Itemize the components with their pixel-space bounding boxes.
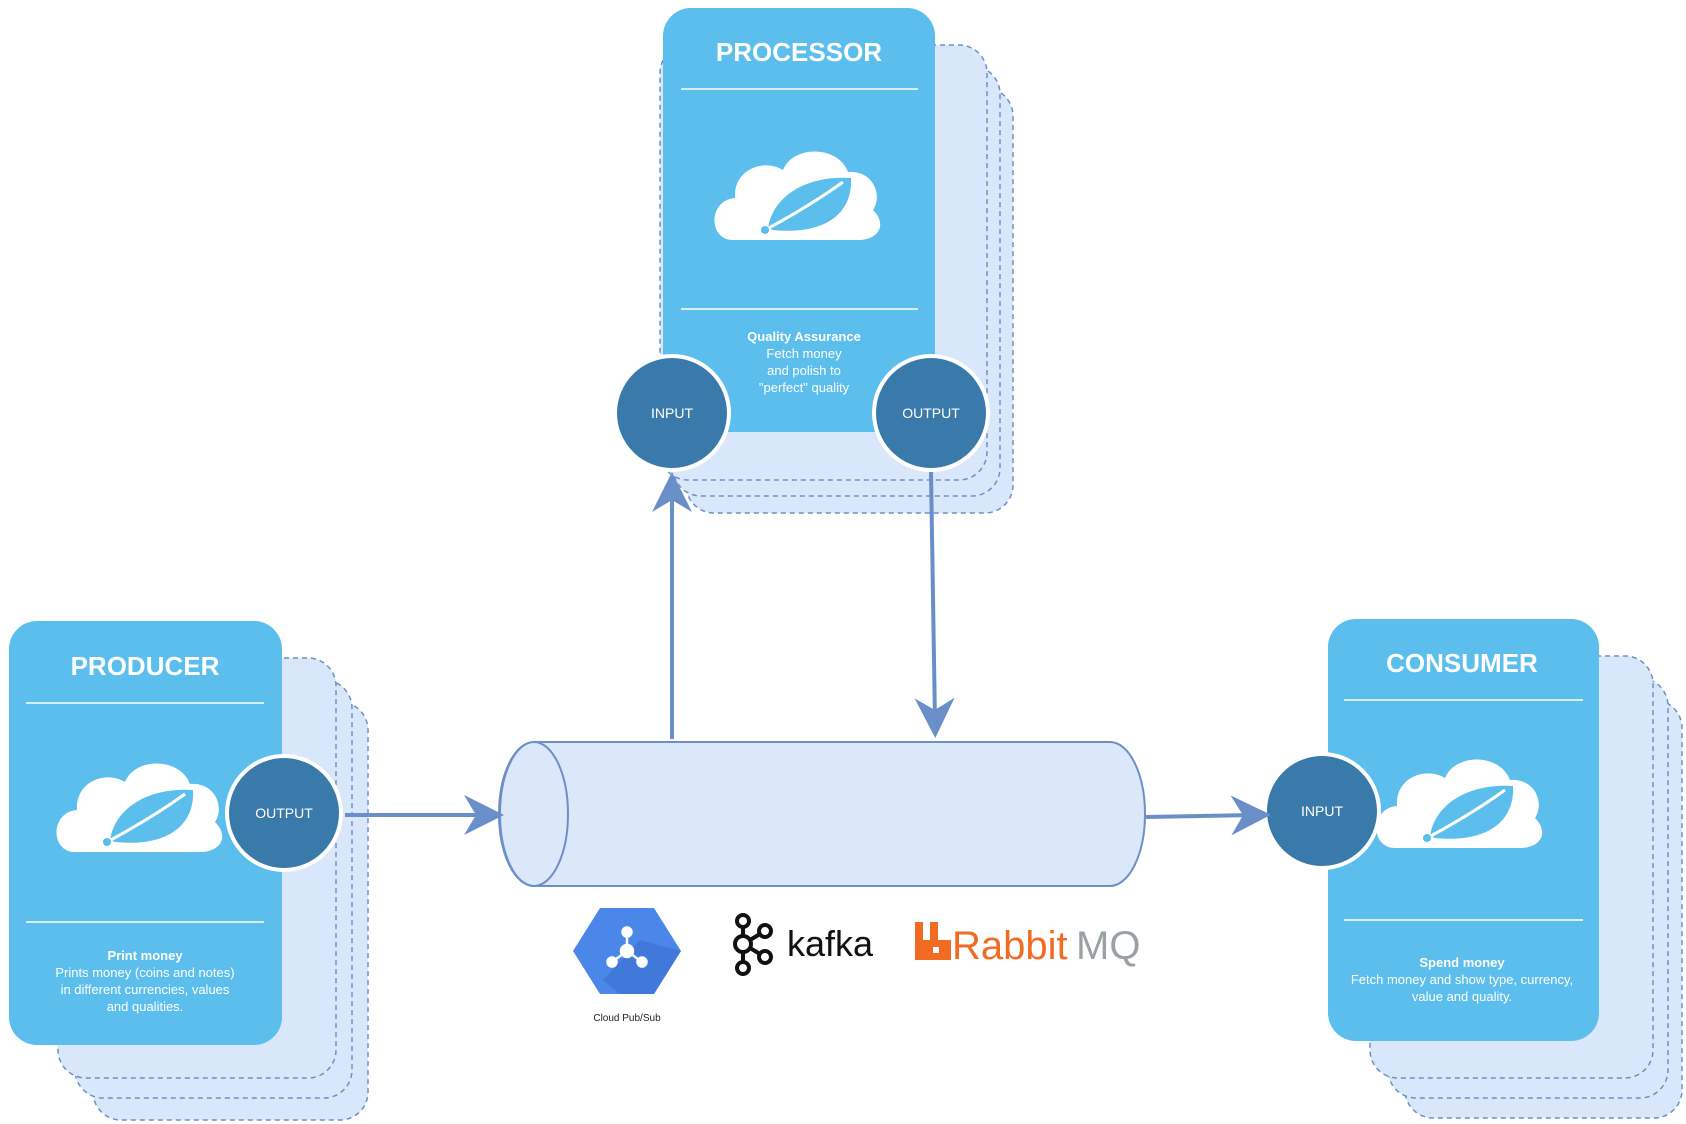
consumer-desc-line: Fetch money and show type, currency, xyxy=(1351,972,1573,987)
arrow-pipe-to-consumer xyxy=(1145,795,1271,836)
processor-desc-line: Fetch money xyxy=(766,346,842,361)
processor-output-label: OUTPUT xyxy=(902,405,960,421)
producer-desc-line: Prints money (coins and notes) xyxy=(55,965,234,980)
producer-output-port[interactable]: OUTPUT xyxy=(225,754,343,872)
producer-desc-line: in different currencies, values xyxy=(61,982,230,997)
pubsub-icon xyxy=(606,926,648,968)
kafka-icon xyxy=(733,913,773,976)
consumer-desc-title: Spend money xyxy=(1419,955,1505,970)
producer-desc-line: and qualities. xyxy=(107,999,184,1014)
processor-card: PROCESSOR Quality Assurance Fetch money … xyxy=(663,8,935,432)
rabbitmq-logo: Rabbit MQ xyxy=(915,922,1140,968)
consumer-desc-line: value and quality. xyxy=(1412,989,1512,1004)
consumer-input-label: INPUT xyxy=(1301,803,1343,819)
message-broker-pipe xyxy=(498,741,1146,887)
pubsub-label: Cloud Pub/Sub xyxy=(593,1013,661,1024)
arrow-processor-to-pipe xyxy=(914,471,955,738)
flow-arrows xyxy=(345,471,1271,836)
consumer-card: CONSUMER Spend money Fetch money and sho… xyxy=(1328,619,1599,1041)
processor-desc-line: "perfect" quality xyxy=(759,380,850,395)
producer-desc-title: Print money xyxy=(107,948,183,963)
kafka-logo: kafka xyxy=(733,913,874,976)
kafka-label: kafka xyxy=(787,923,874,964)
processor-output-port[interactable]: OUTPUT xyxy=(872,354,990,472)
processor-input-label: INPUT xyxy=(651,405,693,421)
consumer-input-port[interactable]: INPUT xyxy=(1263,752,1381,870)
rabbitmq-icon xyxy=(915,922,951,960)
mq-label: MQ xyxy=(1076,924,1140,968)
processor-desc-line: and polish to xyxy=(767,363,841,378)
rabbit-label: Rabbit xyxy=(952,924,1068,968)
producer-card: PRODUCER Print money Prints money (coins… xyxy=(9,621,282,1045)
cloud-pubsub-logo: Cloud Pub/Sub xyxy=(573,908,681,1024)
processor-title: PROCESSOR xyxy=(716,37,882,67)
producer-title: PRODUCER xyxy=(71,651,220,681)
producer-output-label: OUTPUT xyxy=(255,805,313,821)
consumer-title: CONSUMER xyxy=(1386,648,1538,678)
processor-desc-title: Quality Assurance xyxy=(747,329,861,344)
processor-input-port[interactable]: INPUT xyxy=(613,354,731,472)
